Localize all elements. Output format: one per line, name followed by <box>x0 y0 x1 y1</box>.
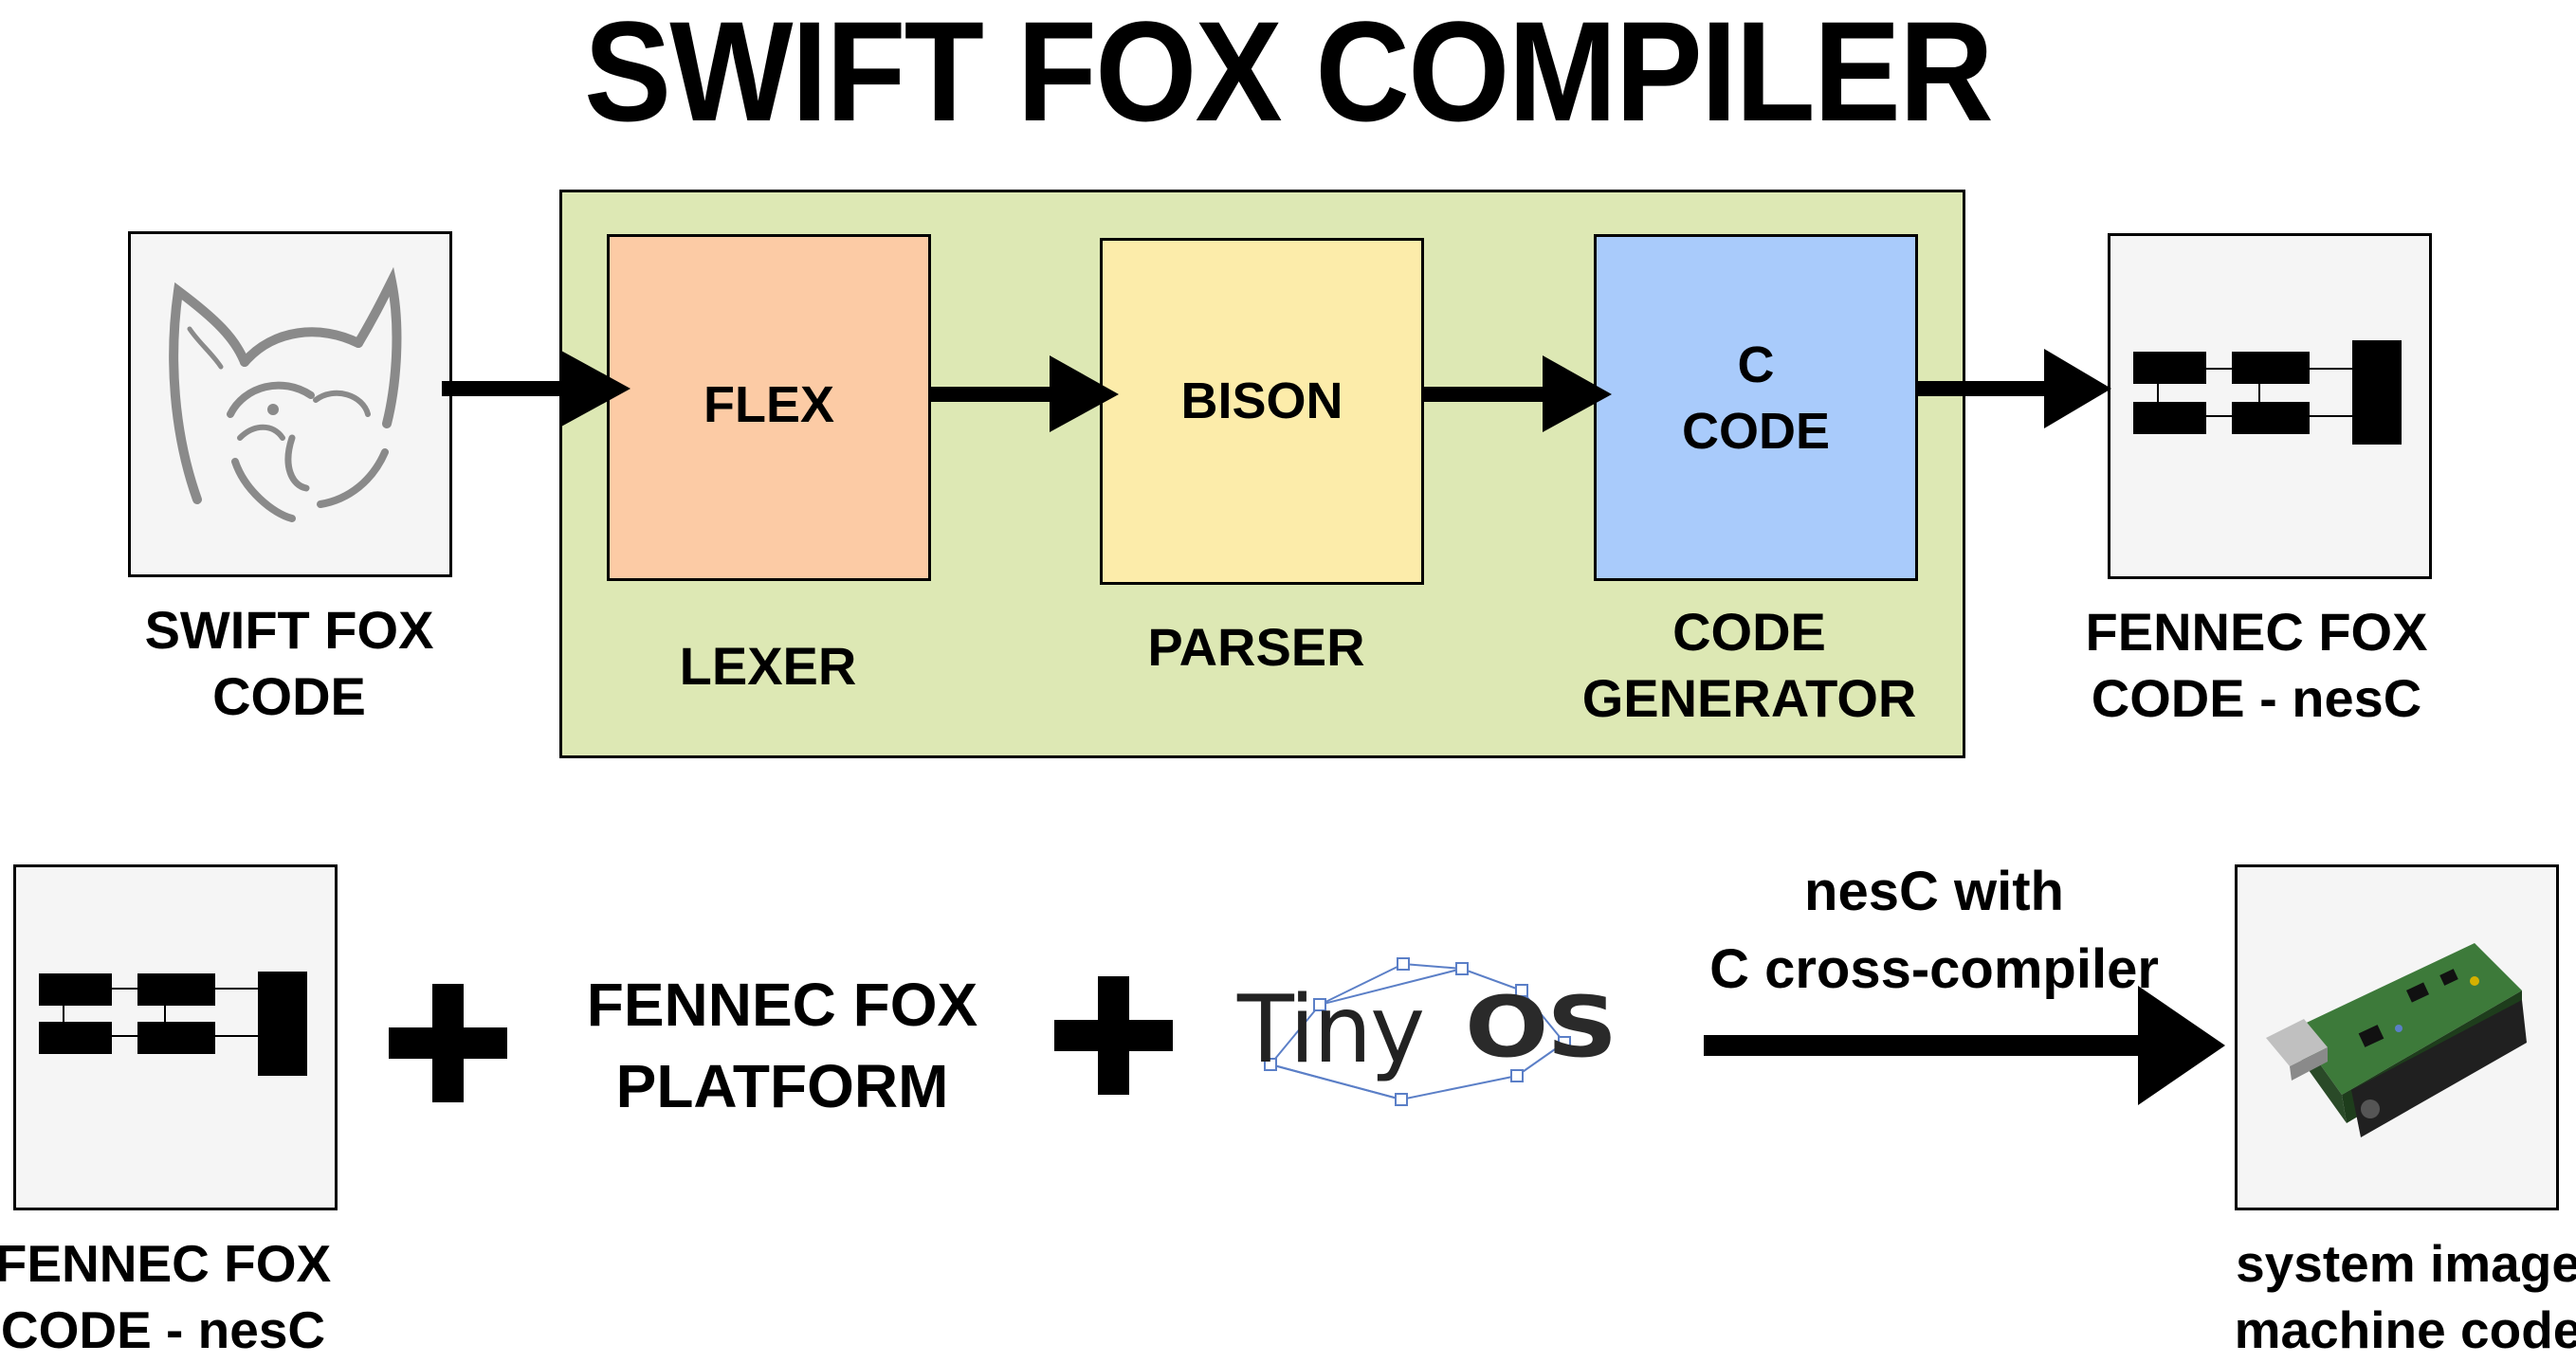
flex-box: FLEX <box>607 234 931 581</box>
page-title: SWIFT FOX COMPILER <box>584 0 1994 151</box>
tinyos-network-icon <box>1264 957 1571 1106</box>
arrow-compile-to-image <box>1704 986 2225 1105</box>
lexer-label: LEXER <box>679 636 857 696</box>
component-diagram-icon <box>39 972 307 1076</box>
bison-label: BISON <box>1180 373 1343 429</box>
plus-icon-2 <box>1054 976 1173 1095</box>
system-image-label: system image machine code <box>2234 1234 2576 1359</box>
tinyos-text-os: OS <box>1465 978 1617 1077</box>
nesc-cross-compiler-label: nesC with C cross-compiler <box>1709 861 2159 1000</box>
arrow-bison-to-ccode <box>1424 355 1612 432</box>
flex-label: FLEX <box>703 376 834 433</box>
swift-fox-code-label: SWIFT FOX CODE <box>144 600 434 726</box>
fennec-fox-platform-label: FENNEC FOX PLATFORM <box>586 971 978 1120</box>
arrow-flex-to-bison <box>931 355 1119 432</box>
system-image-panel <box>2235 864 2559 1210</box>
component-diagram-icon <box>2133 340 2402 445</box>
swift-fox-code-panel <box>128 231 452 577</box>
fox-icon <box>169 266 402 522</box>
fennec-fox-code-panel-bottom <box>13 864 338 1210</box>
arrow-ccode-to-output <box>1918 349 2111 428</box>
c-code-box: C CODE <box>1594 234 1918 581</box>
tinyos-logo: Tiny OS <box>1233 953 1650 1114</box>
fennec-fox-code-panel-top <box>2108 233 2432 579</box>
bison-box: BISON <box>1100 238 1424 585</box>
fennec-fox-code-label-top: FENNEC FOX CODE - nesC <box>2085 602 2428 728</box>
parser-label: PARSER <box>1147 617 1365 677</box>
tinyos-text-tiny: Tiny <box>1237 976 1425 1084</box>
arrow-source-to-flex <box>442 351 630 427</box>
plus-icon-1 <box>389 984 507 1102</box>
sensor-board-icon <box>2266 943 2527 1137</box>
fennec-fox-code-label-bottom: FENNEC FOX CODE - nesC <box>0 1234 332 1359</box>
c-code-label: C CODE <box>1681 336 1830 460</box>
code-generator-label: CODE GENERATOR <box>1581 602 1917 728</box>
